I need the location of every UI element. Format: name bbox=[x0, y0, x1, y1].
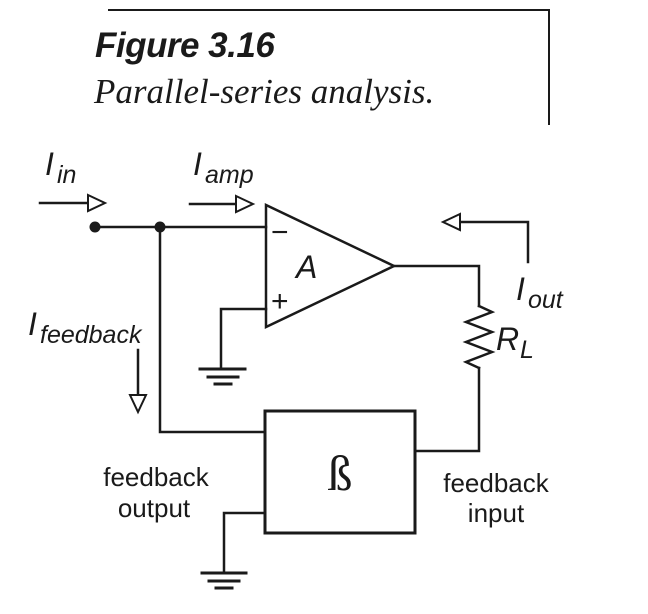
i-out-subscript: out bbox=[528, 286, 564, 314]
load-resistor-label: R bbox=[496, 321, 519, 357]
i-feedback-label: I bbox=[28, 306, 37, 342]
i-out-arrow-shaft bbox=[458, 220, 530, 264]
i-feedback-arrowhead-icon bbox=[128, 394, 148, 415]
feedback-output-label-line1: feedback bbox=[103, 462, 210, 492]
wire-feedback-input bbox=[413, 366, 481, 453]
beta-block bbox=[263, 409, 417, 535]
i-in-label: I bbox=[45, 146, 54, 182]
opamp-gain-label: A bbox=[294, 249, 317, 285]
wire-beta-ground bbox=[222, 511, 267, 575]
ground-icon-beta bbox=[200, 571, 248, 590]
ground-icon-opamp bbox=[198, 367, 247, 386]
i-feedback-subscript: feedback bbox=[40, 321, 143, 349]
opamp-triangle bbox=[264, 203, 397, 329]
i-amp-subscript: amp bbox=[205, 161, 254, 189]
i-amp-arrowhead-icon bbox=[235, 194, 256, 214]
i-in-arrowhead-icon bbox=[87, 193, 108, 213]
i-amp-label: I bbox=[193, 146, 202, 182]
opamp-plus-sign: + bbox=[271, 285, 289, 318]
figure-title-border bbox=[108, 9, 550, 125]
wire-feedback-branch bbox=[158, 225, 267, 434]
feedback-output-label-line2: output bbox=[118, 493, 191, 523]
figure-caption: Parallel-series analysis. bbox=[94, 72, 435, 111]
beta-symbol: ß bbox=[328, 445, 353, 501]
opamp-minus-sign: − bbox=[271, 216, 289, 249]
i-out-arrowhead-icon bbox=[440, 212, 461, 232]
wire-noninverting-input bbox=[219, 307, 268, 371]
node-dot-input bbox=[89, 221, 101, 233]
i-out-label: I bbox=[516, 271, 525, 307]
resistor-zigzag bbox=[462, 304, 496, 370]
wire-output bbox=[392, 264, 481, 308]
figure-number: Figure 3.16 bbox=[95, 26, 275, 65]
feedback-input-label-line2: input bbox=[468, 498, 525, 528]
load-resistor-subscript: L bbox=[520, 336, 534, 364]
i-in-subscript: in bbox=[57, 161, 76, 189]
feedback-input-label-line1: feedback bbox=[443, 468, 550, 498]
